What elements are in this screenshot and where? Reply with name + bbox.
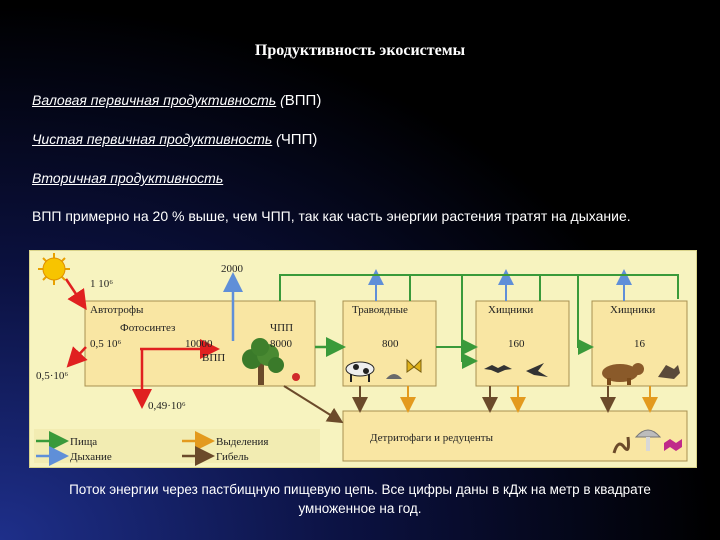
butterfly-icon [406,358,422,373]
vpp-value: 10000 [185,338,213,350]
definition-abbr: ВПП) [284,92,322,109]
bat-icon [484,365,512,373]
respiration-top-value: 2000 [221,263,244,275]
carnivores-2-label: Хищники [610,304,655,316]
sun-icon [38,253,70,285]
vpp-label: ВПП [202,352,225,364]
explanation-paragraph: ВПП примерно на 20 % выше, чем ЧПП, так … [32,208,631,224]
definition-term: Валовая первичная продуктивность [32,92,277,108]
legend-respiration-label: Дыхание [70,451,112,463]
chpp-label: ЧПП [270,322,293,334]
chpp-value: 8000 [270,338,293,350]
decomposers-box [342,410,688,462]
legend-death-label: Гибель [216,451,249,463]
rabbit-icon [386,374,402,379]
bacteria-icon [664,439,682,451]
absorbed-value: 0,5 10⁶ [90,338,122,350]
cow-icon [345,361,375,382]
herbivores-label: Травоядные [352,304,408,316]
carnivores-1-label: Хищники [488,304,533,316]
eagle-icon [658,365,680,379]
slide-title: Продуктивность экосистемы [254,42,466,59]
decomposers-label: Детритофаги и редуценты [370,432,494,444]
reflected-value: 0,5·10⁶ [36,370,68,382]
legend-excretion-label: Выделения [216,436,268,448]
worm-icon [612,436,630,454]
energy-flow-diagram: 1 10⁶ 2000 Автотрофы Фотосинтез ЧПП 0,5 … [29,250,697,468]
bear-icon [602,363,644,385]
legend-food-label: Пища [70,436,97,448]
tree-icon [242,338,300,385]
mushroom-icon [634,429,662,451]
definition-paren: ( [276,92,285,108]
sun-input-value: 1 10⁶ [90,278,113,290]
definition-secondary: Вторичная продуктивность [32,170,223,186]
carnivores-1-value: 160 [508,338,525,350]
definition-term: Чистая первичная продуктивность [32,131,273,147]
definition-net-primary: Чистая первичная продуктивность (ЧПП) [32,131,317,148]
herbivores-value: 800 [382,338,399,350]
definition-term: Вторичная продуктивность [32,170,224,186]
unabsorbed-value: 0,49·10⁶ [148,400,186,412]
definition-paren: ( [272,131,281,147]
autotrophs-title: Автотрофы [90,304,144,316]
carnivores-2-value: 16 [634,338,646,350]
definition-gross-primary: Валовая первичная продуктивность (ВПП) [32,92,321,109]
carnivores-1-box [475,300,570,387]
photosynthesis-label: Фотосинтез [120,322,175,334]
definition-abbr: ЧПП) [280,131,318,148]
diagram-caption: Поток энергии через пастбищную пищевую ц… [69,482,651,516]
swallow-icon [526,363,548,377]
